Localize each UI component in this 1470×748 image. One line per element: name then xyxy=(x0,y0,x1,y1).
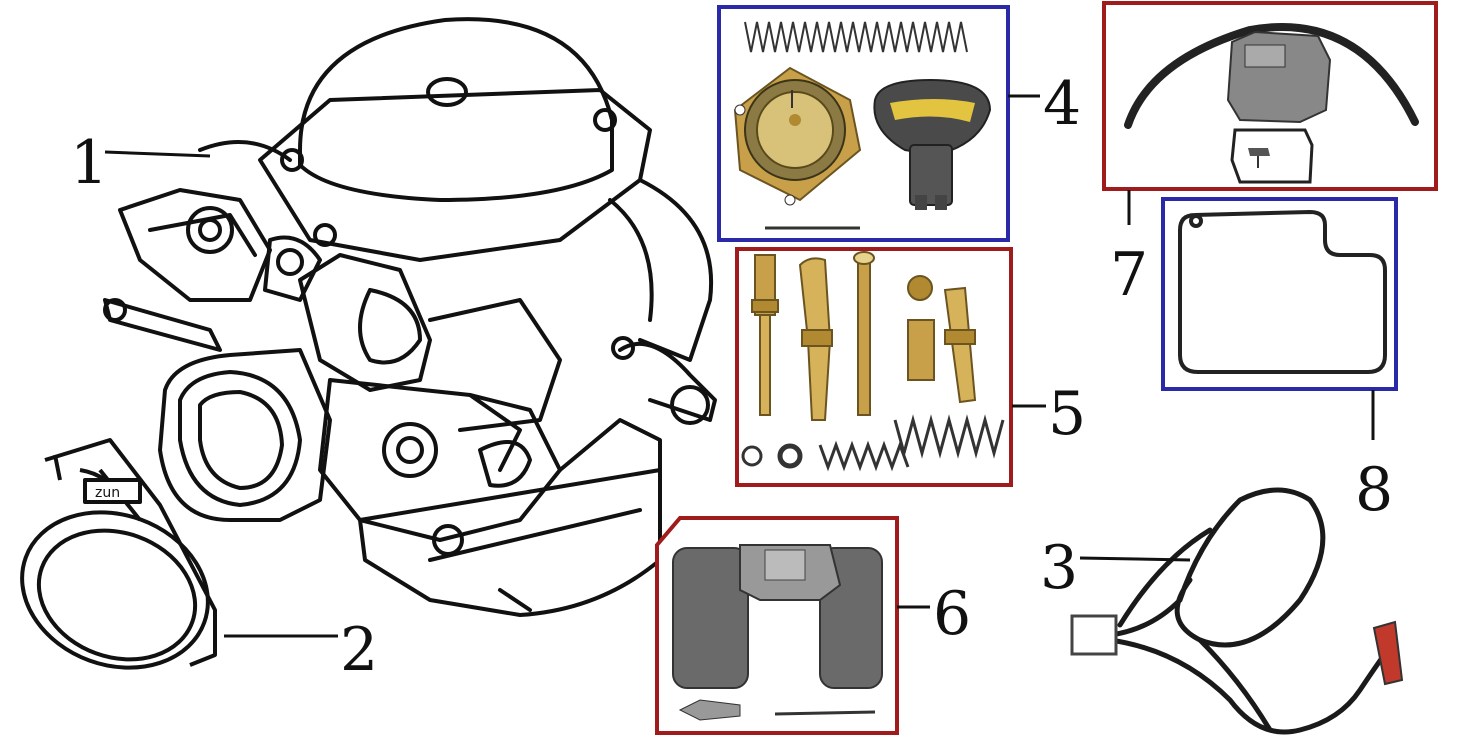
leader-line-3 xyxy=(1079,556,1191,562)
callout-7: 7 xyxy=(1110,240,1148,310)
callout-1: 1 xyxy=(70,128,108,198)
callout-3: 3 xyxy=(1040,533,1078,603)
slide-spring-image xyxy=(744,21,968,53)
intake-boot-drawing: zun xyxy=(20,438,217,670)
slide-piston-image xyxy=(873,78,992,210)
gasket-image xyxy=(1178,210,1387,374)
callout-6: 6 xyxy=(933,579,971,649)
callout-4: 4 xyxy=(1043,69,1081,139)
box-float-bowl xyxy=(1102,1,1438,191)
wire-harness-drawing xyxy=(1070,487,1404,735)
carburetor-body-drawing xyxy=(103,17,717,617)
callout-5: 5 xyxy=(1048,379,1086,449)
callout-8: 8 xyxy=(1355,455,1393,525)
box-diaphragm-kit xyxy=(717,5,1010,242)
box-float-assembly xyxy=(655,516,899,735)
springs-and-orings-image xyxy=(741,414,1005,472)
box-jets-kit xyxy=(735,247,1013,487)
float-image xyxy=(672,544,883,721)
svg-text:zun: zun xyxy=(95,485,120,501)
fuel-hose-image xyxy=(1124,23,1419,129)
leader-lines xyxy=(104,94,1375,638)
box-gasket xyxy=(1161,197,1398,391)
callout-2: 2 xyxy=(340,615,378,685)
diaphragm-image xyxy=(733,66,862,230)
jets-image xyxy=(751,251,977,421)
float-bowl-image xyxy=(1226,30,1332,184)
leader-line-1 xyxy=(104,150,211,158)
